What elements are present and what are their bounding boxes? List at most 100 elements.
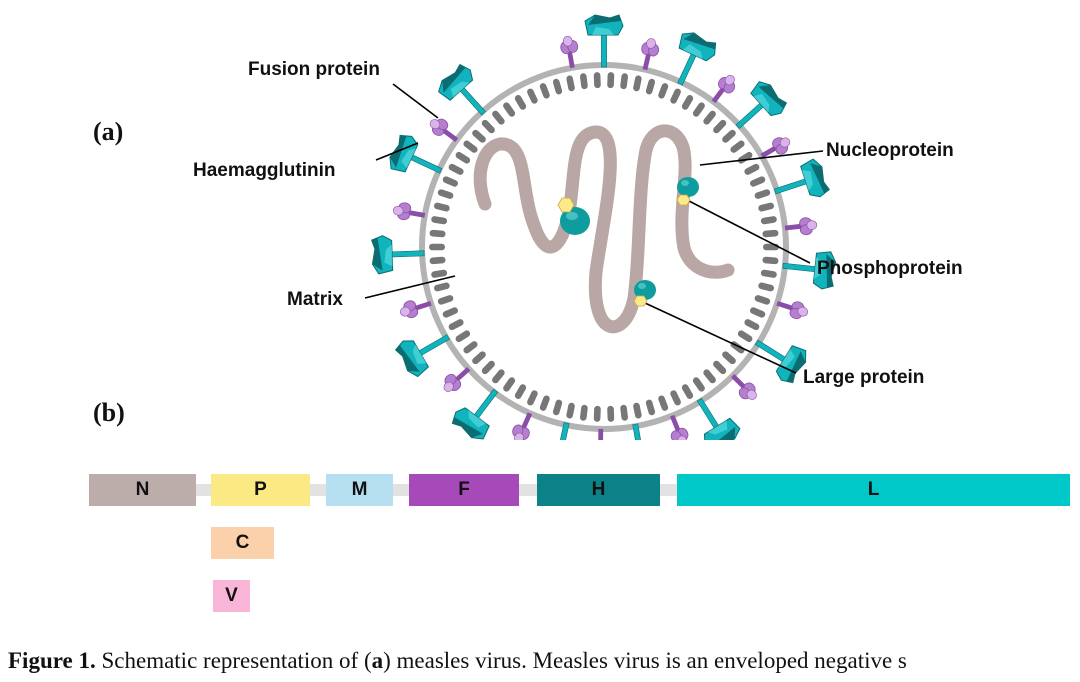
matrix-protein-bead <box>633 75 642 92</box>
matrix-protein-bead <box>463 341 478 354</box>
nucleoprotein-icon <box>677 177 699 197</box>
matrix-protein-bead <box>566 75 575 92</box>
matrix-protein-bead <box>763 243 779 251</box>
matrix-protein-bead <box>762 256 779 265</box>
matrix-protein-bead <box>730 341 745 354</box>
intergenic-spacer <box>310 484 326 496</box>
label-nucleoprotein: Nucleoprotein <box>826 140 954 161</box>
label-phosphoprotein: Phosphoprotein <box>817 258 963 279</box>
matrix-protein-bead <box>730 140 745 153</box>
caption-figure-number: Figure 1. <box>8 648 96 673</box>
matrix-protein-bead <box>670 390 681 406</box>
haemagglutinin-spike <box>556 422 570 440</box>
fusion-protein-spike <box>730 373 757 400</box>
phosphoprotein-callout-line <box>688 200 811 264</box>
callout-lines <box>364 83 824 374</box>
caption-panel-ref: a <box>371 648 384 673</box>
matrix-protein-bead <box>429 229 446 238</box>
matrix-protein-bead <box>758 202 775 212</box>
rna-strand <box>473 124 735 334</box>
large-protein-callout-line <box>644 302 797 374</box>
matrix-protein-bead <box>754 295 771 305</box>
fusion-protein-spike <box>641 38 660 71</box>
haemagglutinin-spike <box>735 81 788 129</box>
matrix-protein-bead <box>713 360 727 375</box>
haemagglutinin-spike <box>677 32 717 86</box>
gene-m: M <box>326 474 393 506</box>
haemagglutinin-spike <box>438 63 486 116</box>
haemagglutinin-spike <box>370 235 425 275</box>
fusion-protein-spike <box>669 414 689 440</box>
matrix-protein-bead <box>442 176 458 187</box>
nucleoprotein-complex-1 <box>557 197 590 235</box>
ribonucleoprotein-complexes <box>557 177 699 307</box>
fusion-protein-spike <box>512 412 533 440</box>
intergenic-spacer <box>519 484 537 496</box>
matrix-protein-bead <box>527 390 538 406</box>
matrix-protein-bead <box>455 330 471 343</box>
matrix-protein-bead <box>645 399 656 416</box>
haemagglutinin-spike <box>389 134 443 174</box>
matrix-protein-bead <box>658 83 669 99</box>
matrix-protein-bead <box>472 129 486 143</box>
phosphoprotein-icon <box>557 197 575 213</box>
matrix-protein-bead <box>437 189 454 199</box>
gene-l: L <box>677 474 1070 506</box>
matrix-protein-bead <box>758 282 775 292</box>
intergenic-spacer <box>393 484 409 496</box>
caption-text-cont: ) measles virus. Measles virus is an env… <box>383 648 907 673</box>
label-large-protein: Large protein <box>803 367 925 388</box>
fusion-protein-spike <box>443 366 471 392</box>
matrix-protein-bead <box>442 307 458 318</box>
matrix-protein-bead <box>566 402 575 419</box>
matrix-protein-bead <box>431 216 448 225</box>
matrix-protein-bead <box>455 151 471 164</box>
fusion-protein-spike <box>776 300 809 320</box>
matrix-protein-bead <box>429 243 445 251</box>
gene-c: C <box>211 527 274 559</box>
haemagglutinin-spike <box>584 14 624 68</box>
matrix-protein-bead <box>692 377 705 392</box>
matrix-protein-bead <box>527 88 538 104</box>
haemagglutinin-spike <box>451 388 499 440</box>
nucleoprotein-callout-line <box>699 150 824 166</box>
haemagglutinin-spike <box>782 251 837 290</box>
matrix-protein-bead <box>750 307 766 318</box>
matrix-protein-bead <box>620 73 628 90</box>
matrix-protein-bead <box>593 405 601 422</box>
haemagglutinin-spike <box>394 334 450 378</box>
matrix-callout-line <box>364 275 456 299</box>
matrix-protein-bead <box>744 319 760 331</box>
nucleoprotein-complex-2 <box>676 177 699 206</box>
matrix-protein-bead <box>713 119 727 134</box>
matrix-protein-bead <box>552 78 563 95</box>
matrix-protein-bead <box>514 384 527 399</box>
haemagglutinin-spike <box>754 339 807 384</box>
matrix-protein-bead <box>722 129 736 143</box>
matrix-protein-bead <box>760 216 777 225</box>
matrix-protein-bead <box>431 269 448 278</box>
caption-text: Schematic representation of ( <box>95 648 372 673</box>
fusion-protein-spike <box>560 35 579 69</box>
phosphoprotein-icon <box>676 194 691 206</box>
panel-label-a: (a) <box>93 117 124 146</box>
matrix-protein-bead <box>448 319 464 331</box>
matrix-protein-bead <box>481 119 495 134</box>
matrix-protein-bead <box>703 110 716 125</box>
matrix-protein-bead <box>762 229 779 238</box>
matrix-protein-bead <box>737 151 753 164</box>
matrix-protein-bead <box>433 282 450 292</box>
matrix-protein-bead <box>552 399 563 416</box>
gene-v: V <box>213 580 250 612</box>
matrix-protein-bead <box>580 73 588 90</box>
matrix-protein-bead <box>681 95 694 110</box>
haemagglutinin-callout-line <box>375 142 419 161</box>
fusion-protein-spike <box>784 217 818 236</box>
matrix-protein-bead <box>448 163 464 175</box>
panel-label-b: (b) <box>93 398 125 427</box>
matrix-protein-bead <box>472 351 486 365</box>
intergenic-spacer <box>196 484 211 496</box>
matrix-protein-bead <box>463 140 478 153</box>
matrix-protein-bead <box>744 163 760 175</box>
matrix-protein-bead <box>580 404 588 421</box>
